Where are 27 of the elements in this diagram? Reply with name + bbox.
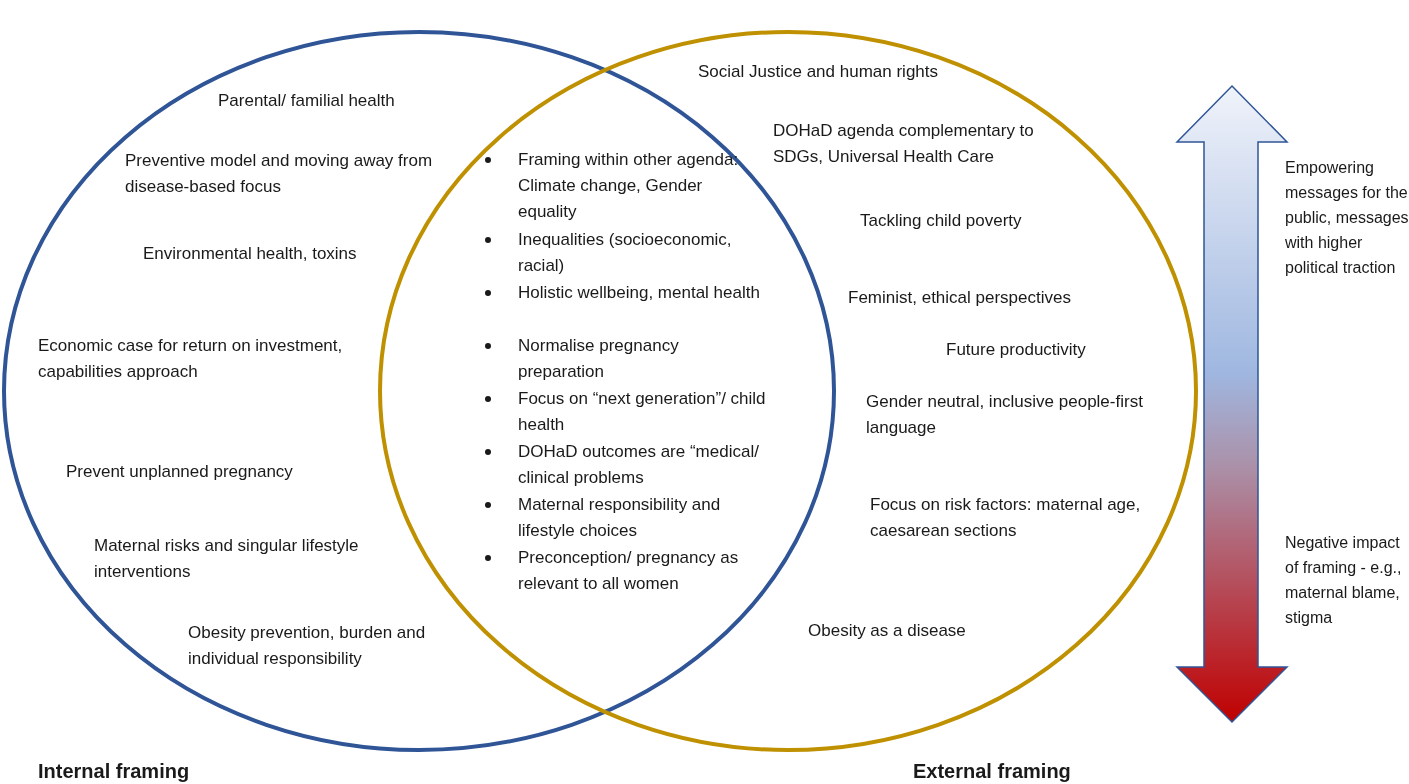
circle-heading: External framing [913,759,1071,784]
framing-text: Social Justice and human rights [698,61,940,83]
framing-text: Empowering messages for the public, messages with higher political traction [1285,158,1409,278]
framing-text: Preconception/ pregnancy as relevant to all women [518,547,740,595]
framing-text: Focus on risk factors: maternal age, caesarean sections [870,494,1142,542]
framing-text: Negative impact of framing - e.g., maternal blame, stigma [1285,533,1403,628]
framing-text: Future productivity [946,339,1087,361]
framing-text: Normalise pregnancy preparation [518,335,680,383]
framing-text: Gender neutral, inclusive people-first language [866,391,1144,439]
framing-text: Obesity prevention, burden and individual responsibility [188,622,427,670]
framing-text: Prevent unplanned pregnancy [66,461,294,483]
framing-text: Parental/ familial health [218,90,396,112]
framing-text: Obesity as a disease [808,620,967,642]
framing-text: Preventive model and moving away from disease-based focus [125,150,434,198]
framing-text: Holistic wellbeing, mental health [518,282,761,304]
circle-heading: Internal framing [38,759,190,784]
framing-text: Maternal risks and singular lifestyle interventions [94,535,360,583]
framing-text: Feminist, ethical perspectives [848,287,1072,309]
framing-text: Environmental health, toxins [143,243,358,265]
framing-text: Inequalities (socioeconomic, racial) [518,229,733,277]
framing-text: DOHaD agenda complementary to SDGs, Universal Health Care [773,120,1035,168]
framing-text: Maternal responsibility and lifestyle choices [518,494,722,542]
framing-text: DOHaD outcomes are “medical/ clinical problems [518,441,760,489]
framing-text: Framing within other agenda: Climate change, Gender equality [518,149,740,223]
framing-text: Focus on “next generation”/ child health [518,388,767,436]
framing-text: Economic case for return on investment, capabilities approach [38,335,344,383]
framing-text: Tackling child poverty [860,210,1023,232]
